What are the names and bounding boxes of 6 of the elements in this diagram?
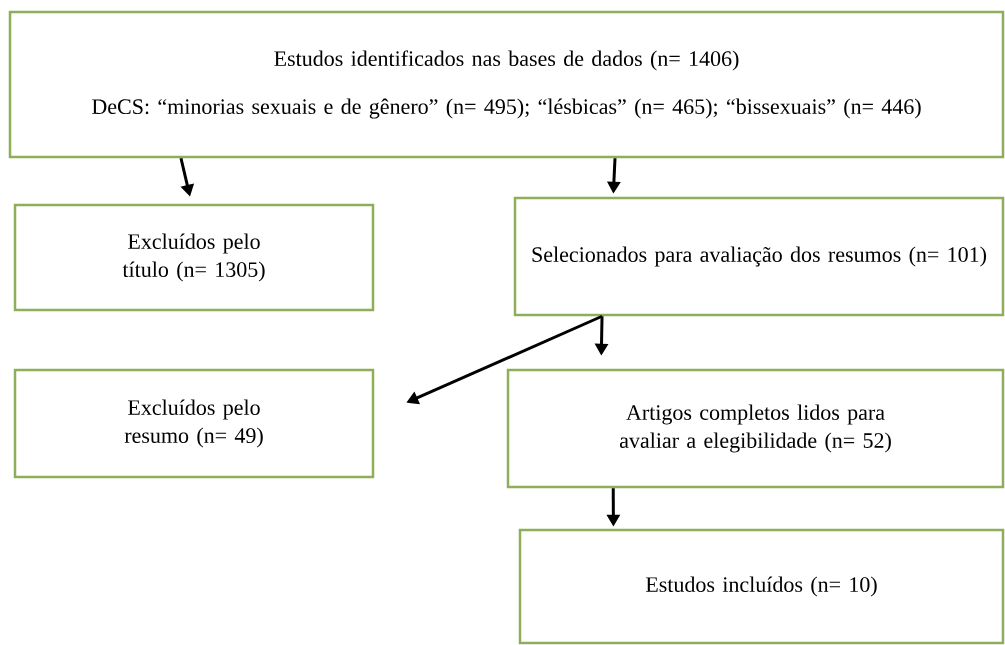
process-box: Excluídos pelo título (n= 1305) bbox=[13, 203, 375, 312]
process-box: Excluídos pelo resumo (n= 49) bbox=[13, 368, 375, 479]
process-box: Selecionados para avaliação dos resumos (n= 101) bbox=[513, 196, 1005, 317]
process-box: Estudos incluídos (n= 10) bbox=[518, 528, 1005, 645]
process-box: Artigos completos lidos para avaliar a elegibilidade (n= 52) bbox=[506, 368, 1005, 489]
process-box: Estudos identificados nas bases de dados (n= 1406) DeCS: “minorias sexuais e de gênero” (n= 495); “lésbicas” (n= 465); “bissexuais” (n= 446) bbox=[8, 10, 1005, 159]
